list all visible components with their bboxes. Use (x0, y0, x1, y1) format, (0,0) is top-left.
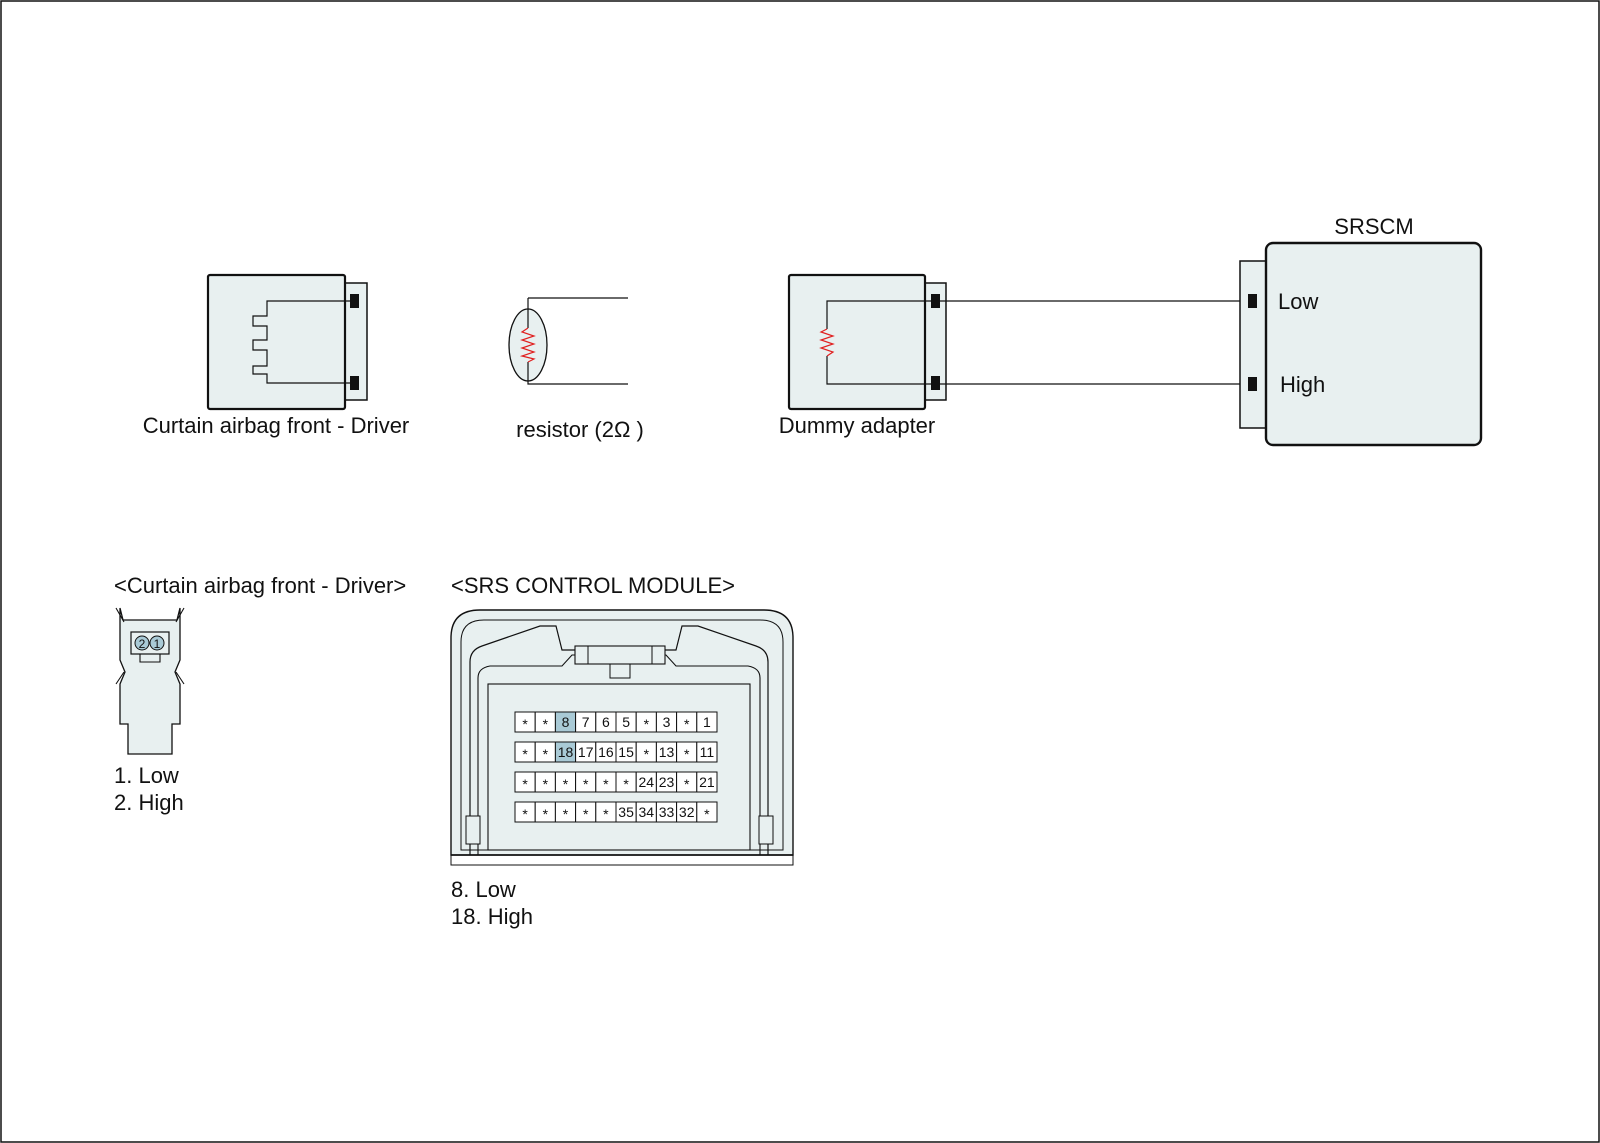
srs-pin-label: 34 (639, 804, 655, 820)
srs-pin-label: 33 (659, 804, 675, 820)
srs-lock-detail (587, 646, 653, 679)
srs-legend-2: 18. High (451, 904, 533, 929)
srs-pin-cell (696, 771, 718, 793)
adapter-terminal-low (931, 294, 940, 308)
srs-pin-label: 35 (618, 804, 634, 820)
srs-pin-label: 13 (659, 744, 675, 760)
squib-wire (252, 300, 353, 384)
curtain-legend-1: 1. Low (114, 763, 179, 788)
srs-pin-label: * (704, 806, 710, 822)
connector-latches (115, 607, 185, 685)
srs-pin-label: * (603, 776, 609, 792)
srs-pin-label: * (623, 776, 629, 792)
connector-body (206, 273, 347, 411)
srscm-high-label: High (1280, 372, 1325, 397)
srs-pin-label: 16 (598, 744, 614, 760)
srs-guide-right (758, 815, 774, 845)
pin-2-label: 2 (139, 637, 146, 651)
srs-pin-label: 32 (679, 804, 695, 820)
srscm-module (1239, 241, 1483, 447)
srs-pin-label: * (583, 806, 589, 822)
resistor-symbol (508, 297, 628, 385)
pin-1-label: 1 (154, 637, 161, 651)
srs-pin-label: * (563, 806, 569, 822)
srs-pin-label: 15 (618, 744, 634, 760)
srs-pin-label: * (684, 716, 690, 732)
cavity-lock (131, 653, 169, 663)
adapter-resistor (819, 328, 835, 357)
srs-outer-rim (460, 619, 784, 851)
srs-pin-label: * (543, 746, 549, 762)
srs-pin-label: * (522, 716, 528, 732)
srs-pin-label: 18 (558, 744, 574, 760)
srs-pin-cell (696, 741, 718, 763)
srs-pin-label: 6 (602, 714, 610, 730)
curtain-airbag-label: Curtain airbag front - Driver (143, 413, 410, 438)
srs-pin-label: * (543, 776, 549, 792)
srs-pin-label: 8 (562, 714, 570, 730)
srs-pin-label: 23 (659, 774, 675, 790)
adapter-terminal-high (931, 376, 940, 390)
srs-pin-label: 17 (578, 744, 594, 760)
srs-pin-label: * (543, 716, 549, 732)
srs-module-title: <SRS CONTROL MODULE> (451, 573, 735, 598)
srs-pin-label: 21 (699, 774, 715, 790)
adapter-wire (826, 300, 935, 385)
srs-pin-label: 11 (700, 744, 715, 760)
dummy-adapter (787, 273, 947, 411)
resistor-label: resistor (2Ω ) (516, 417, 644, 442)
srs-skirt (450, 855, 794, 866)
srs-lock-tab (574, 645, 666, 665)
srs-pin-label: * (684, 746, 690, 762)
curtain-legend-2: 2. High (114, 790, 184, 815)
srs-pin-label: * (603, 806, 609, 822)
terminal-1 (350, 294, 359, 308)
connector-housing (119, 607, 181, 755)
terminal-2 (350, 376, 359, 390)
resistor-leads (527, 297, 628, 385)
srs-legend-1: 8. Low (451, 877, 516, 902)
srs-pin-label: * (644, 746, 650, 762)
srs-pin-label: * (684, 776, 690, 792)
srscm-terminal-low (1248, 294, 1257, 308)
dummy-adapter-label: Dummy adapter (779, 413, 936, 438)
srs-pin-label: 5 (622, 714, 630, 730)
srscm-terminal-high (1248, 377, 1257, 391)
srs-pin-label: * (644, 716, 650, 732)
srscm-body (1264, 241, 1483, 447)
adapter-body (787, 273, 927, 411)
srs-pin-label: * (543, 806, 549, 822)
srs-pin-label: * (522, 776, 528, 792)
srs-pin-label: 1 (703, 714, 711, 730)
srs-pin-label: 24 (639, 774, 655, 790)
srs-pin-label: * (522, 746, 528, 762)
srs-pin-field (487, 683, 751, 851)
srscm-low-label: Low (1278, 289, 1318, 314)
pin-2-circle (134, 635, 150, 651)
srs-guide-left (465, 815, 481, 845)
srs-pin-label: * (522, 806, 528, 822)
curtain-connector-face: 2 1 (115, 607, 185, 755)
srscm-title: SRSCM (1334, 214, 1413, 239)
srs-pin-label: 3 (663, 714, 671, 730)
srs-pin-label: 7 (582, 714, 590, 730)
resistor-zigzag (519, 327, 536, 363)
srs-pin-cell (696, 711, 718, 733)
srs-pin-label: * (563, 776, 569, 792)
pin-1-circle (149, 635, 165, 651)
srs-pin-cell (696, 801, 718, 823)
srs-pin-label: * (583, 776, 589, 792)
curtain-airbag-connector-top (206, 273, 368, 411)
curtain-connector-title: <Curtain airbag front - Driver> (114, 573, 406, 598)
